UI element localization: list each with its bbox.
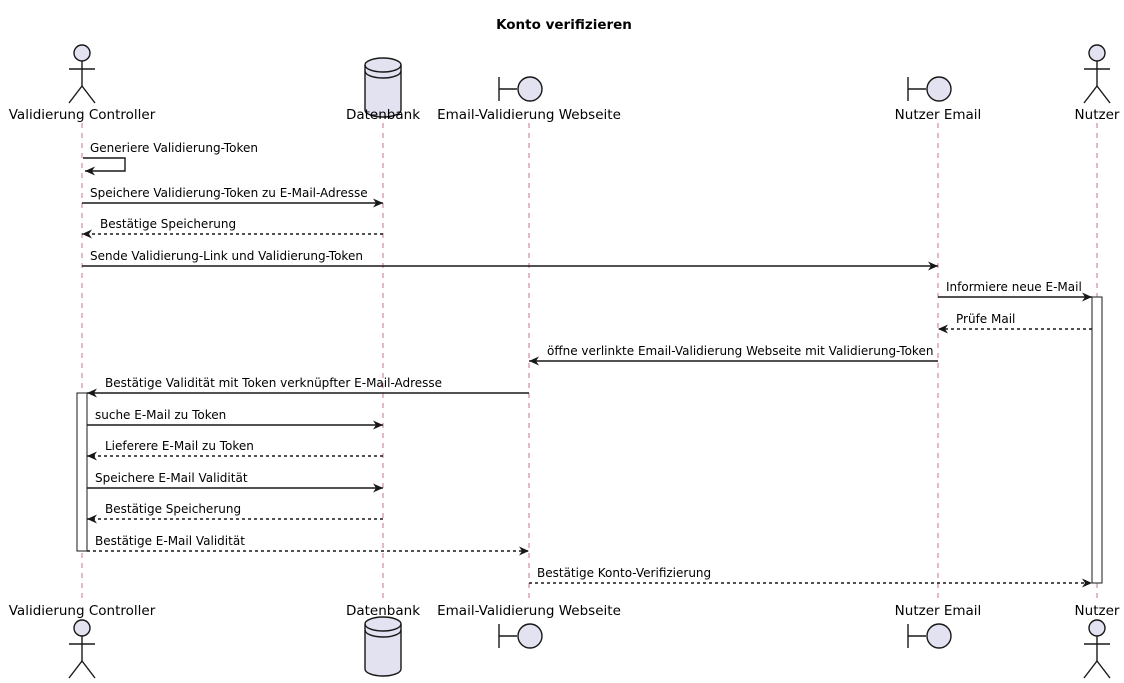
message-label: Bestätige E-Mail Validität (95, 534, 245, 548)
message-12: Bestätige Speicherung (87, 502, 383, 524)
participant-label: Nutzer Email (895, 603, 982, 619)
message-arrow (83, 157, 126, 176)
participant-label: Email-Validierung Webseite (437, 603, 621, 619)
participant-controller-bottom: Validierung Controller (9, 603, 156, 679)
actor-icon (68, 619, 96, 679)
participant-heads-bottom: Validierung Controller Datenbank Email-Val… (9, 603, 1120, 679)
participant-heads-top: Validierung Controller Datenbank Email-Val… (9, 44, 1120, 123)
message-5: Informiere neue E-Mail (938, 280, 1092, 302)
message-4: Sende Validierung-Link und Validierung-T… (82, 249, 938, 271)
message-label: suche E-Mail zu Token (95, 408, 226, 422)
message-label: Bestätige Validität mit Token verknüpfte… (105, 376, 442, 390)
message-10: Lieferere E-Mail zu Token (87, 439, 383, 461)
message-11: Speichere E-Mail Validität (87, 471, 383, 493)
message-label: Speichere E-Mail Validität (95, 471, 248, 485)
boundary-icon (907, 623, 952, 649)
message-label: Bestätige Speicherung (100, 217, 236, 231)
actor-icon (68, 44, 96, 104)
participant-mail-top: Nutzer Email (895, 76, 982, 123)
message-label: öffne verlinkte Email-Validierung Websei… (547, 344, 933, 358)
message-7: öffne verlinkte Email-Validierung Websei… (529, 344, 938, 366)
actor-icon (1083, 44, 1111, 104)
message-13: Bestätige E-Mail Validität (87, 534, 529, 556)
message-label: Sende Validierung-Link und Validierung-T… (90, 249, 363, 263)
message-label: Informiere neue E-Mail (946, 280, 1082, 294)
database-icon (364, 57, 402, 118)
participant-mail-bottom: Nutzer Email (895, 603, 982, 649)
participant-web-bottom: Email-Validierung Webseite (437, 603, 621, 649)
participant-label: Validierung Controller (9, 107, 156, 123)
activation-bar-controller (76, 392, 88, 552)
participant-user-bottom: Nutzer (1075, 603, 1120, 679)
activation-bar-user (1091, 296, 1103, 584)
actor-icon (1083, 619, 1111, 679)
participant-label: Datenbank (346, 603, 420, 619)
participant-controller-top: Validierung Controller (9, 44, 156, 123)
participant-label: Datenbank (346, 107, 420, 123)
message-label: Bestätige Konto-Verifizierung (537, 566, 711, 580)
message-label: Generiere Validierung-Token (90, 141, 258, 155)
boundary-icon (498, 76, 543, 102)
message-3: Bestätige Speicherung (82, 217, 383, 239)
boundary-icon (907, 76, 952, 102)
boundary-icon (498, 623, 543, 649)
message-label: Lieferere E-Mail zu Token (105, 439, 254, 453)
message-14: Bestätige Konto-Verifizierung (529, 566, 1092, 588)
participant-user-top: Nutzer (1075, 44, 1120, 123)
participant-label: Nutzer Email (895, 107, 982, 123)
diagram-title: Konto verifizieren (496, 17, 632, 33)
database-icon (364, 616, 402, 677)
participant-web-top: Email-Validierung Webseite (437, 76, 621, 123)
message-1: Generiere Validierung-Token (83, 141, 258, 176)
activation-bars (76, 296, 1103, 584)
participant-db-top: Datenbank (346, 57, 420, 123)
message-8: Bestätige Validität mit Token verknüpfte… (87, 376, 529, 398)
participant-label: Nutzer (1075, 603, 1120, 619)
message-6: Prüfe Mail (938, 312, 1092, 334)
participant-label: Email-Validierung Webseite (437, 107, 621, 123)
message-9: suche E-Mail zu Token (87, 408, 383, 430)
participant-label: Nutzer (1075, 107, 1120, 123)
message-2: Speichere Validierung-Token zu E-Mail-Ad… (82, 186, 383, 208)
participant-label: Validierung Controller (9, 603, 156, 619)
participant-db-bottom: Datenbank (346, 603, 420, 677)
message-label: Speichere Validierung-Token zu E-Mail-Ad… (90, 186, 368, 200)
message-label: Prüfe Mail (956, 312, 1015, 326)
message-label: Bestätige Speicherung (105, 502, 241, 516)
